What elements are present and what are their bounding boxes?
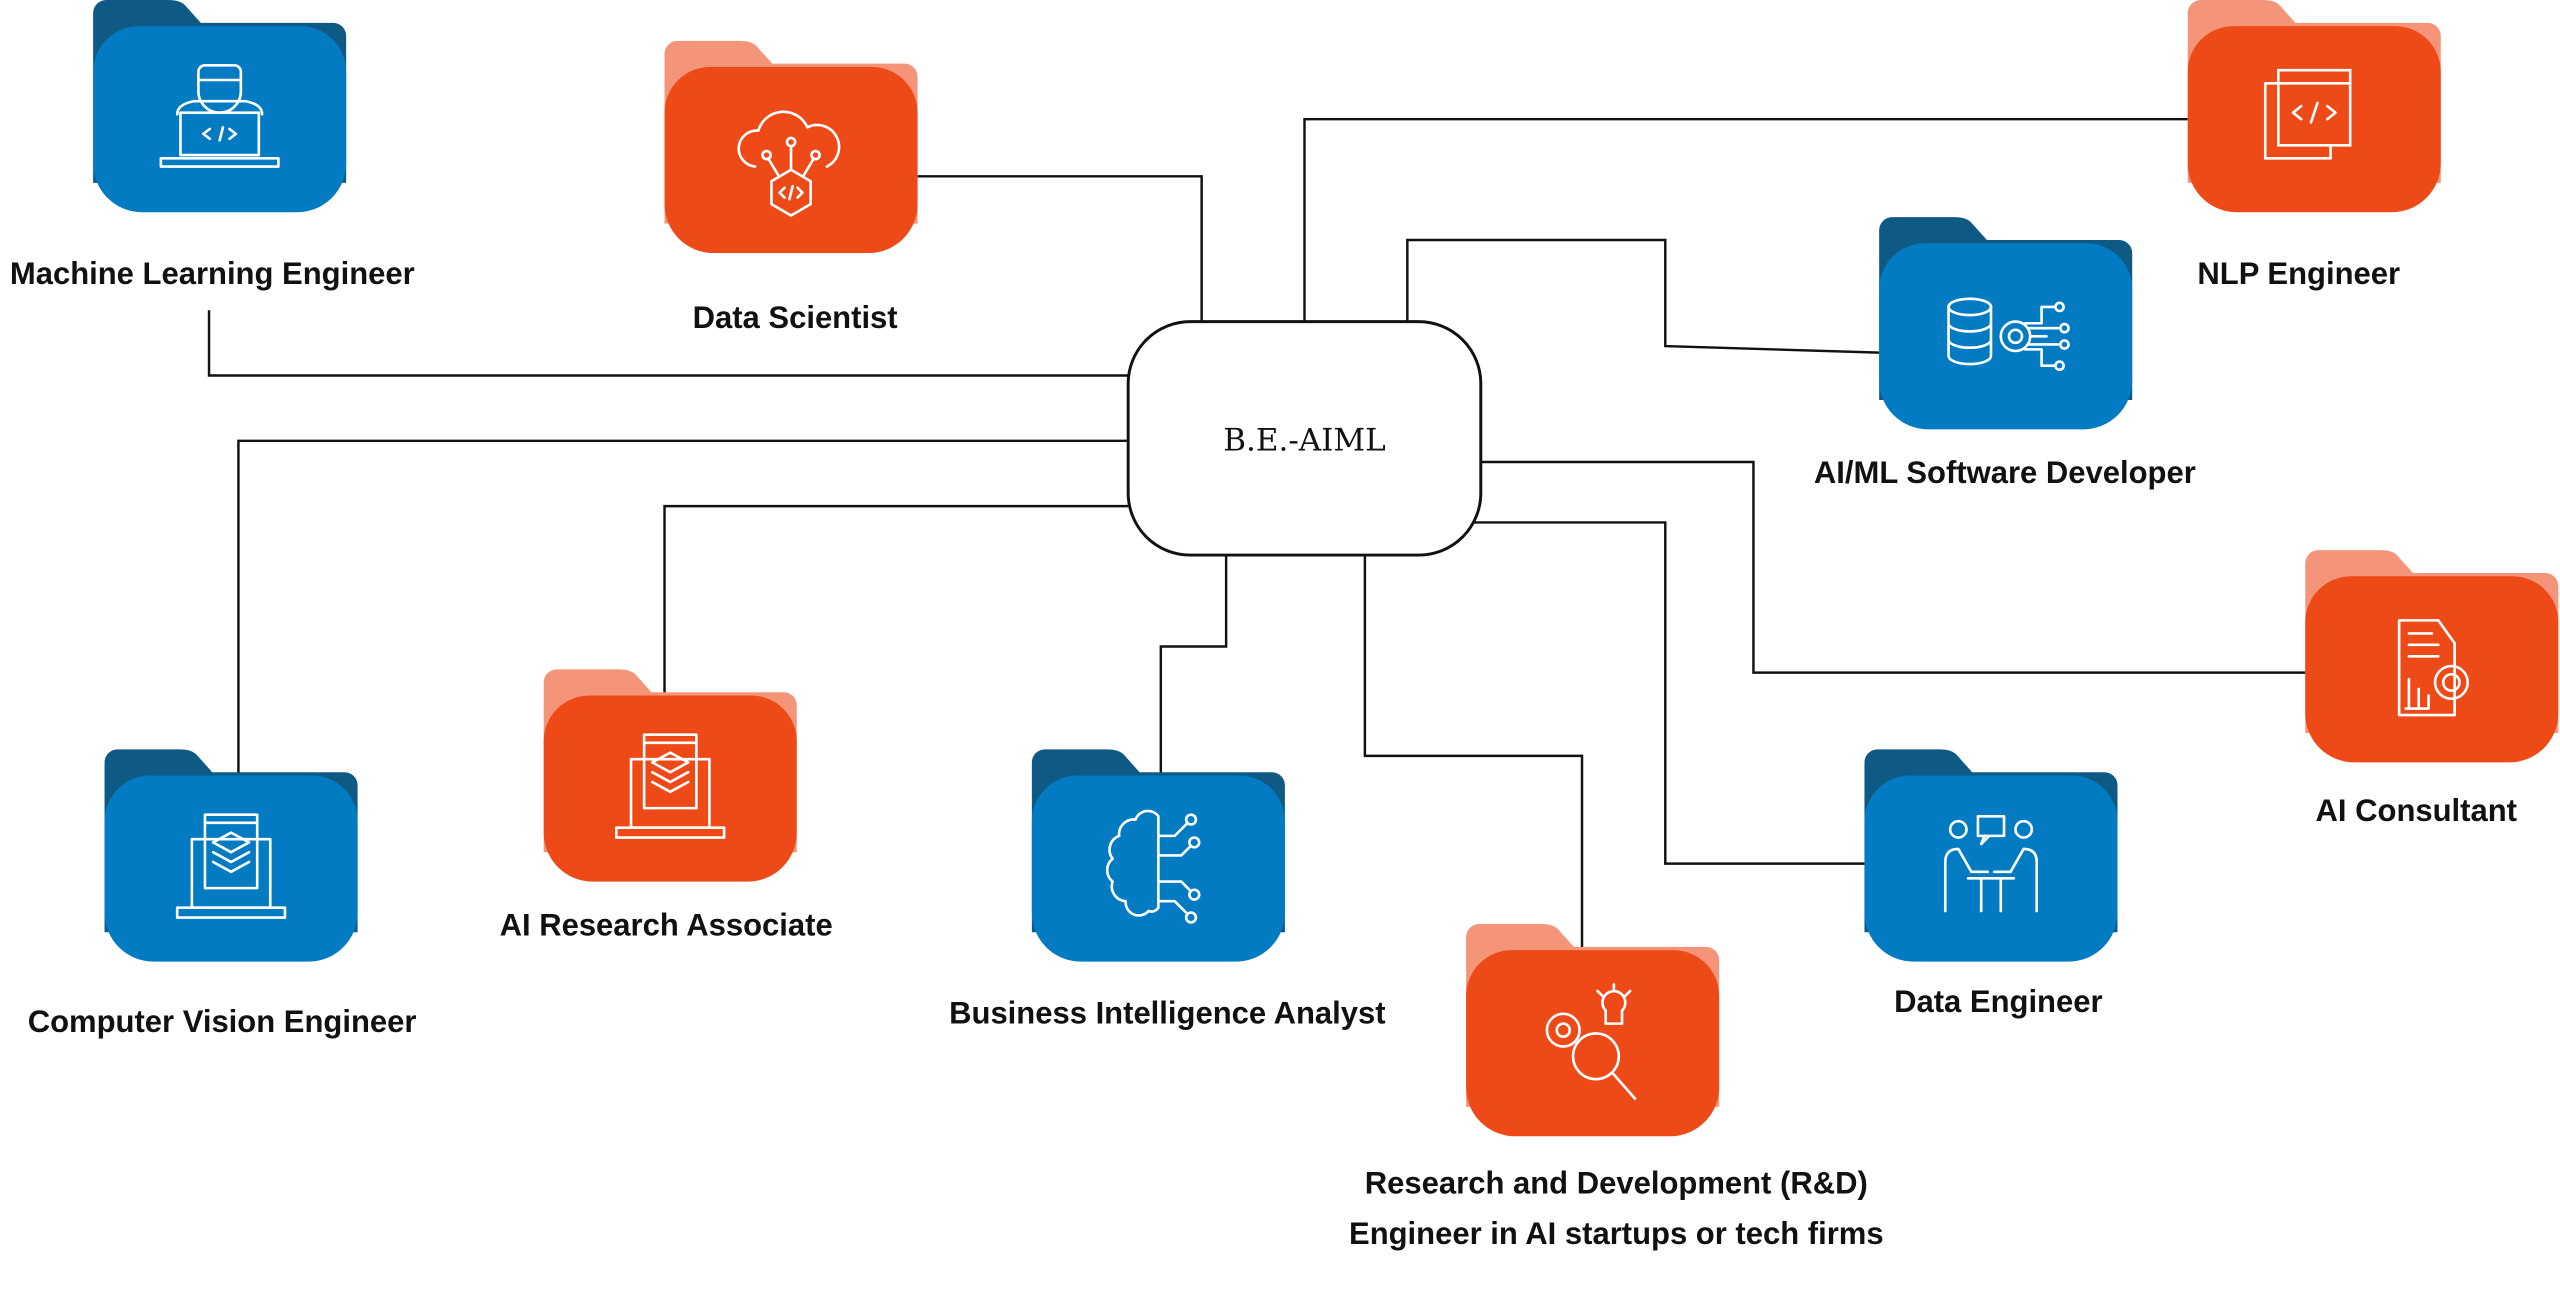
folder-icon[interactable] bbox=[1879, 217, 2133, 430]
gear-magnifier-bulb-icon bbox=[1545, 983, 1637, 1101]
folder-icon[interactable] bbox=[664, 40, 918, 254]
report-chart-icon bbox=[2397, 619, 2470, 717]
folder-icon[interactable] bbox=[1864, 749, 2118, 962]
career-ai-research-associate[interactable]: AI Research Associate bbox=[500, 669, 833, 942]
career-ai-consultant[interactable]: AI Consultant bbox=[2305, 550, 2559, 828]
developer-laptop-icon bbox=[159, 63, 280, 168]
career-label: AI/ML Software Developer bbox=[1814, 455, 2196, 490]
database-gear-icon bbox=[1947, 297, 2070, 372]
connector-ai-research-associate bbox=[663, 504, 1129, 735]
layers-laptop-icon bbox=[615, 733, 726, 839]
career-label: AI Research Associate bbox=[500, 907, 833, 942]
connector-nlp-engineer bbox=[1303, 117, 2188, 322]
career-label: NLP Engineer bbox=[2197, 256, 2400, 291]
center-label: B.E.-AIML bbox=[1223, 423, 1386, 459]
center-node: B.E.-AIML bbox=[1126, 320, 1483, 557]
connector-data-scientist bbox=[917, 175, 1203, 322]
career-bi-analyst[interactable]: Business Intelligence Analyst bbox=[949, 749, 1386, 1031]
code-window-icon bbox=[2263, 68, 2352, 160]
folder-icon[interactable] bbox=[2305, 550, 2559, 763]
folder-icon[interactable] bbox=[104, 749, 358, 962]
career-label: Data Engineer bbox=[1894, 984, 2102, 1019]
connector-ai-consultant bbox=[1480, 460, 2306, 674]
folder-icon[interactable] bbox=[1466, 924, 1720, 1137]
career-ml-engineer[interactable]: Machine Learning Engineer bbox=[10, 0, 415, 291]
career-aiml-software-developer[interactable]: AI/ML Software Developer bbox=[1814, 217, 2196, 490]
career-label: Business Intelligence Analyst bbox=[949, 996, 1385, 1031]
folder-icon[interactable] bbox=[543, 669, 797, 882]
career-label: Computer Vision Engineer bbox=[28, 1004, 417, 1039]
connector-data-engineer bbox=[1469, 521, 1865, 865]
career-label: Engineer in AI startups or tech firms bbox=[1349, 1216, 1884, 1251]
career-rnd-engineer[interactable]: Research and Development (R&D) Engineer i… bbox=[1349, 924, 1884, 1251]
career-label: Data Scientist bbox=[693, 300, 898, 335]
folder-icon[interactable] bbox=[2187, 0, 2441, 213]
career-data-engineer[interactable]: Data Engineer bbox=[1864, 749, 2118, 1019]
career-computer-vision-engineer[interactable]: Computer Vision Engineer bbox=[28, 749, 417, 1039]
brain-circuit-icon bbox=[1105, 809, 1201, 924]
career-data-scientist[interactable]: Data Scientist bbox=[664, 40, 918, 335]
connector-bi-analyst bbox=[1159, 555, 1228, 794]
folder-icon[interactable] bbox=[1031, 749, 1285, 962]
folder-icon[interactable] bbox=[93, 0, 347, 213]
cloud-code-icon bbox=[737, 110, 841, 217]
career-nlp-engineer[interactable]: NLP Engineer bbox=[2187, 0, 2441, 291]
career-label: AI Consultant bbox=[2316, 793, 2518, 828]
connector-ml-engineer bbox=[207, 310, 1129, 377]
career-label: Research and Development (R&D) bbox=[1365, 1165, 1868, 1200]
career-label: Machine Learning Engineer bbox=[10, 256, 415, 291]
meeting-chat-icon bbox=[1943, 814, 2039, 913]
connector-aiml-software-developer bbox=[1406, 238, 1880, 354]
layers-laptop-icon bbox=[175, 813, 287, 919]
connector-rnd-engineer bbox=[1363, 555, 1584, 952]
center-box bbox=[1126, 320, 1483, 557]
connector-computer-vision-engineer bbox=[237, 439, 1129, 776]
connector-lines bbox=[207, 117, 2306, 952]
